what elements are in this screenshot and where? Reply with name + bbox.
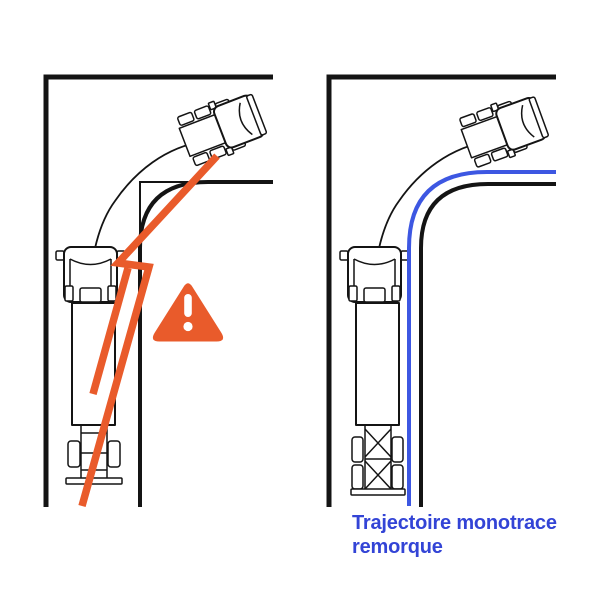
trailer-bumper: [350, 488, 406, 496]
truck-tractor-turning: [173, 86, 271, 170]
trailer-bogie: [350, 425, 406, 496]
warning-triangle-icon: [152, 283, 224, 342]
road-inner-edge: [419, 182, 556, 507]
trailer-wheel: [391, 436, 404, 463]
left-panel: [43, 74, 273, 508]
road-outer-edge: [326, 74, 556, 507]
right-panel: [326, 74, 556, 507]
road-inner-edge: [138, 180, 273, 507]
trailer-bogie: [65, 425, 123, 485]
trailer-trajectory-smooth: [407, 170, 556, 506]
road-outer-edge: [43, 74, 273, 507]
trailer-wheel: [351, 464, 364, 490]
trajectory-label: Trajectoire monotrace remorque: [352, 511, 592, 559]
trailer-trajectory-jagged: [78, 153, 220, 508]
truck-tractor-turning: [455, 89, 553, 171]
trailer-wheel: [351, 436, 364, 463]
road-inner-corner-square: [139, 181, 208, 248]
trailer-wheel: [107, 440, 121, 468]
truck-straight: [339, 246, 410, 496]
trailer-box: [71, 302, 116, 426]
trailer-bumper: [65, 477, 123, 485]
trajectory-label-line1: Trajectoire monotrace: [352, 512, 557, 534]
trailer-wheel: [67, 440, 81, 468]
trajectory-label-line2: remorque: [352, 536, 443, 558]
trailer-box: [355, 302, 400, 426]
trailer-wheel: [391, 464, 404, 490]
truck-straight: [55, 246, 126, 485]
